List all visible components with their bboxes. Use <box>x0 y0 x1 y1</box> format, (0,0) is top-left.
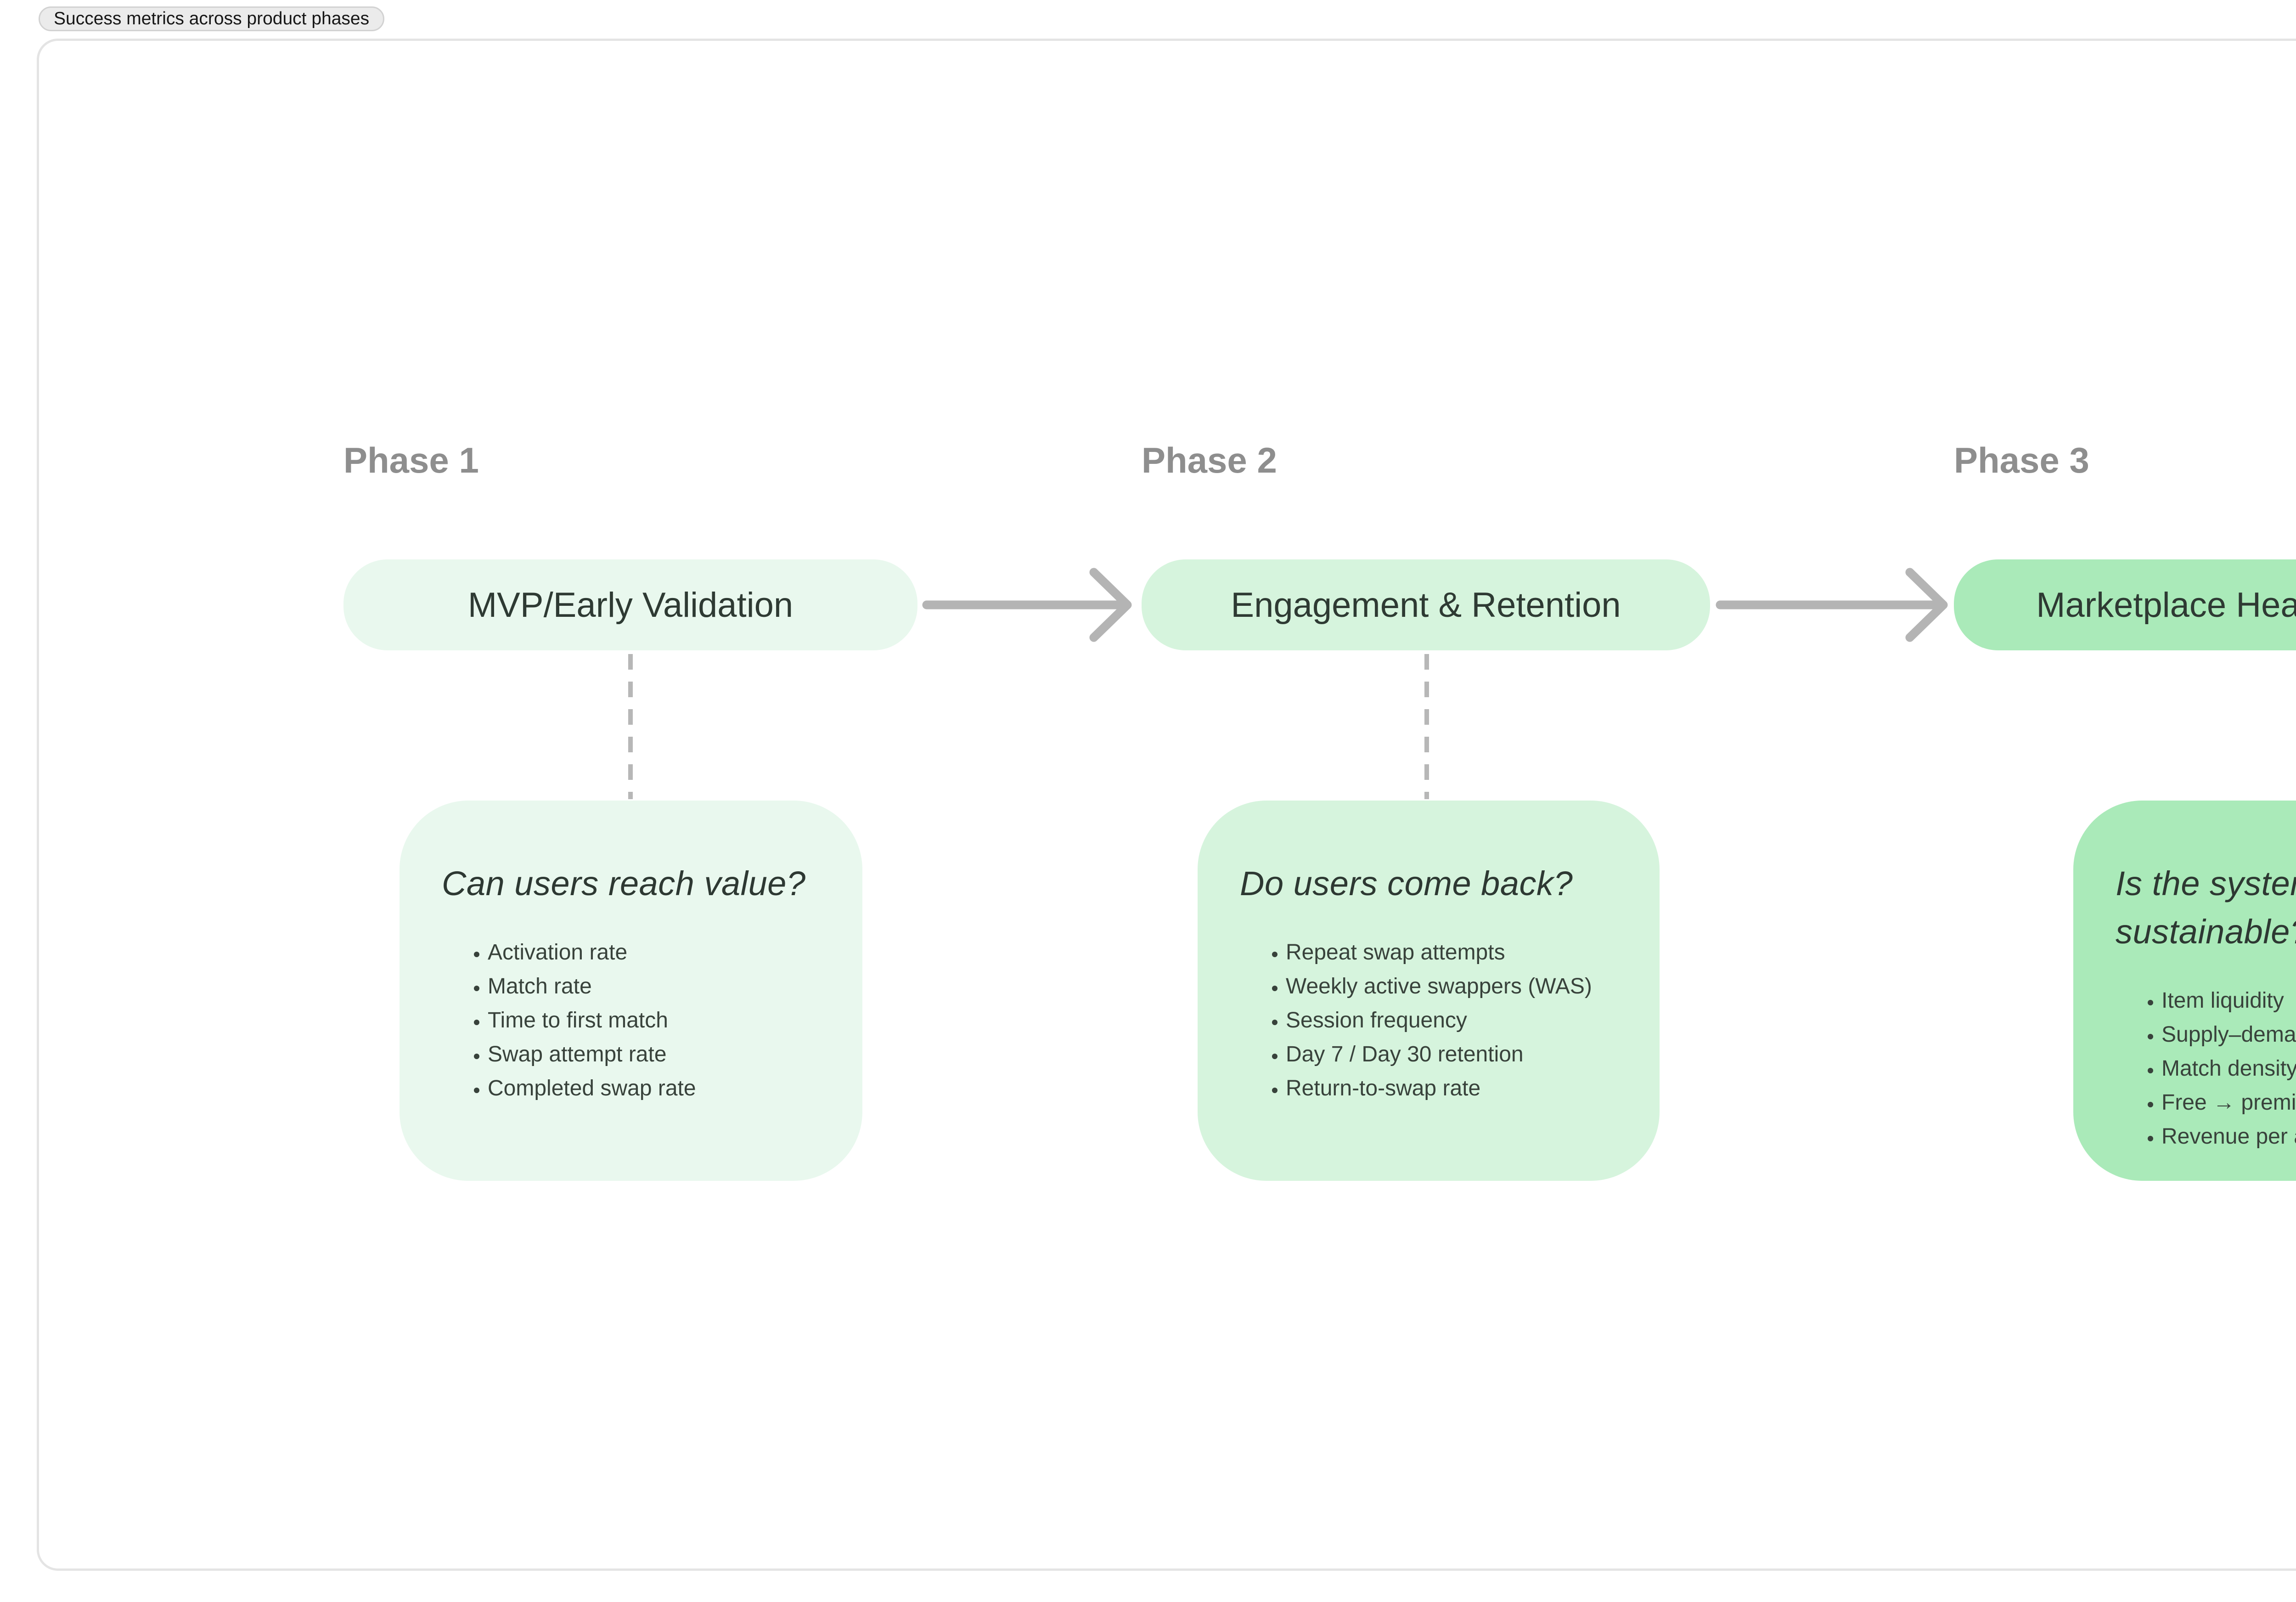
metric-item: Supply–demand balance <box>2161 1023 2296 1046</box>
metric-item: Return-to-swap rate <box>1286 1077 1619 1100</box>
phase-3-label: Phase 3 <box>1954 440 2089 480</box>
phase-2-metrics-card: Do users come back? Repeat swap attempts… <box>1198 801 1660 1181</box>
metric-item: Swap attempt rate <box>488 1043 822 1066</box>
phase-1-label: Phase 1 <box>343 440 479 480</box>
phase-3-question: Is the system sustainable? <box>2116 864 2296 951</box>
phase-3-metrics-list: Item liquidity Supply–demand balance Mat… <box>2116 989 2296 1148</box>
phase-3-node: Marketplace Health & Monetization <box>1954 559 2296 650</box>
metric-item: Match density <box>2161 1057 2296 1080</box>
phase-1-question: Can users reach value? <box>442 864 806 903</box>
phase-3-metrics-card: Is the system sustainable? Item liquidit… <box>2073 801 2296 1181</box>
phase-2-metrics-list: Repeat swap attempts Weekly active swapp… <box>1240 941 1619 1100</box>
phase-2-node: Engagement & Retention <box>1142 559 1710 650</box>
phase-2-question: Do users come back? <box>1240 864 1573 903</box>
diagram-title-text: Success metrics across product phases <box>54 9 370 28</box>
diagram-title-pill: Success metrics across product phases <box>39 6 385 31</box>
diagram-panel <box>37 39 2296 1571</box>
phase-1-metrics-list: Activation rate Match rate Time to first… <box>442 941 822 1100</box>
metric-item: Time to first match <box>488 1009 822 1032</box>
metric-item: Weekly active swappers (WAS) <box>1286 975 1619 998</box>
phase-1-node-title: MVP/Early Validation <box>467 585 793 625</box>
metric-item: Session frequency <box>1286 1009 1619 1032</box>
metric-item: Item liquidity <box>2161 989 2296 1012</box>
metric-item: Revenue per active user (RPAU) <box>2161 1125 2296 1148</box>
metric-item: Day 7 / Day 30 retention <box>1286 1043 1619 1066</box>
metric-item: Completed swap rate <box>488 1077 822 1100</box>
metric-item: Free → premium conversion <box>2161 1091 2296 1114</box>
phase-1-metrics-card: Can users reach value? Activation rate M… <box>400 801 862 1181</box>
phase-1-node: MVP/Early Validation <box>343 559 917 650</box>
phase-3-node-title: Marketplace Health & Monetization <box>2036 585 2296 625</box>
metric-item: Match rate <box>488 975 822 998</box>
phase-2-label: Phase 2 <box>1142 440 1277 480</box>
phase-2-node-title: Engagement & Retention <box>1231 585 1621 625</box>
metric-item: Repeat swap attempts <box>1286 941 1619 964</box>
metric-item: Activation rate <box>488 941 822 964</box>
